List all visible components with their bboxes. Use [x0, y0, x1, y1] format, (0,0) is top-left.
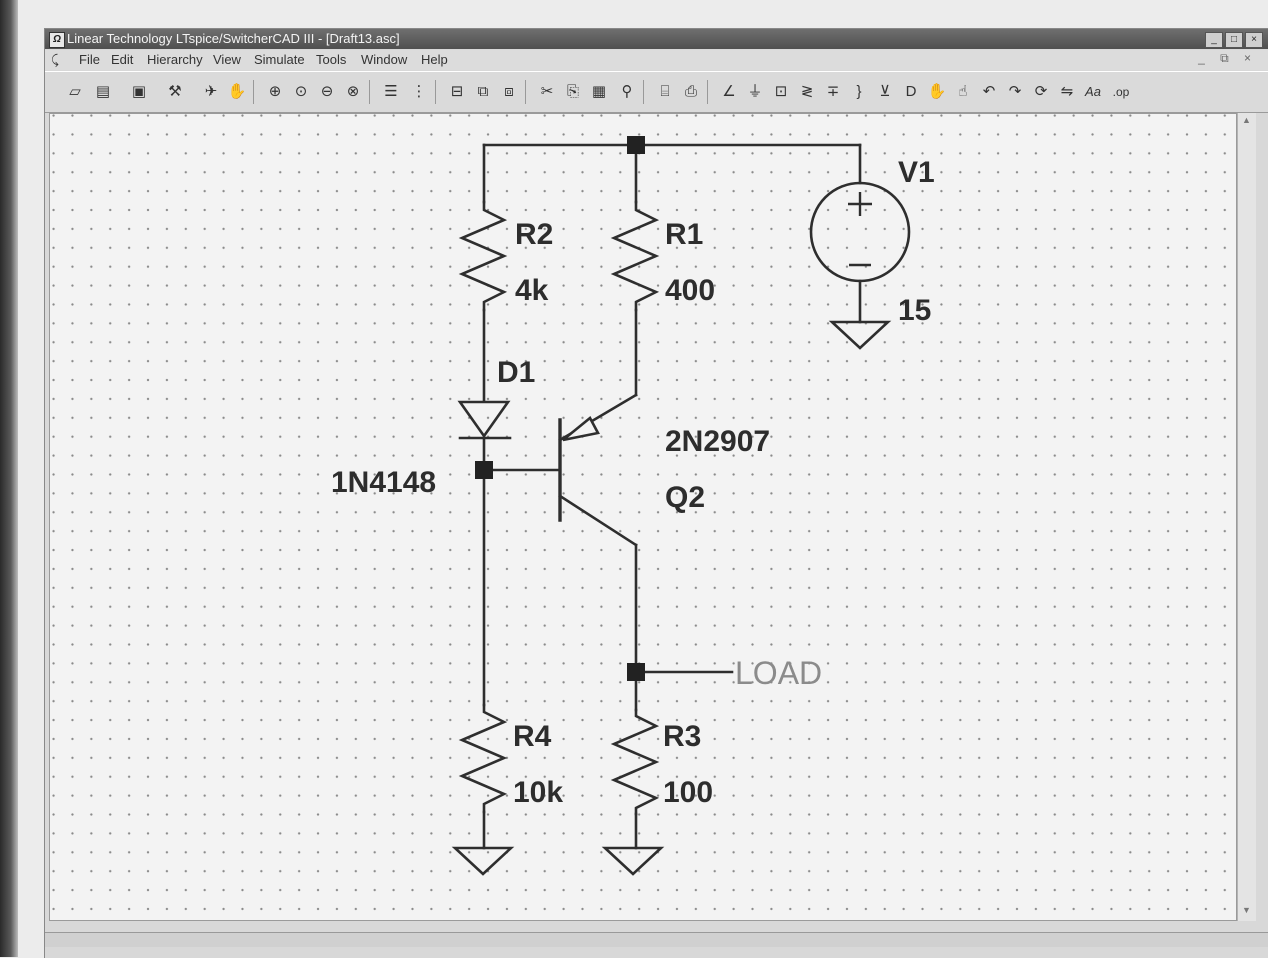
menu-hierarchy[interactable]: Hierarchy: [147, 52, 203, 67]
scroll-down-icon[interactable]: ▼: [1242, 905, 1251, 915]
tile-icon[interactable]: ⋮: [411, 83, 427, 100]
ltspice-app-icon[interactable]: Ω: [49, 32, 65, 48]
q2-name: Q2: [665, 481, 705, 514]
toolbar-separator: [707, 80, 708, 104]
menu-tools[interactable]: Tools: [316, 52, 347, 67]
inductor-icon[interactable]: }: [856, 83, 862, 100]
new-schematic-icon[interactable]: ▱: [69, 83, 81, 100]
text-icon[interactable]: Aa: [1085, 84, 1101, 99]
r2-value: 4k: [515, 274, 549, 307]
r4-name: R4: [513, 720, 552, 753]
halt-icon[interactable]: ✋: [227, 83, 247, 100]
doc-icon[interactable]: ⤹: [51, 52, 59, 67]
menu-help[interactable]: Help: [421, 52, 448, 67]
capacitor-icon[interactable]: ∓: [826, 83, 840, 100]
resistor-r2[interactable]: [458, 200, 508, 312]
diode-icon[interactable]: ⊻: [879, 83, 891, 100]
paste-icon[interactable]: ▦: [591, 83, 607, 100]
junction-dot: [475, 461, 493, 479]
redo-icon[interactable]: ↷: [1008, 83, 1022, 100]
ground-icon[interactable]: [451, 846, 515, 876]
print-icon[interactable]: ⎙: [684, 83, 697, 100]
resistor-r4[interactable]: [458, 703, 508, 814]
ground-icon[interactable]: [828, 320, 892, 350]
wire-icon[interactable]: ∠: [722, 83, 736, 100]
title-bar[interactable]: Ω Linear Technology LTspice/SwitcherCAD …: [45, 29, 1268, 49]
menu-file[interactable]: File: [79, 52, 100, 67]
v1-value: 15: [898, 294, 931, 327]
menu-bar: ⤹ File Edit Hierarchy View Simulate Tool…: [45, 50, 1268, 70]
cascade-icon[interactable]: ⊟: [450, 83, 464, 100]
junction-dot: [627, 663, 645, 681]
find-icon[interactable]: ⚲: [621, 83, 633, 100]
resistor-r1[interactable]: [610, 200, 660, 312]
r4-value: 10k: [513, 776, 563, 809]
d1-name: D1: [497, 356, 535, 389]
r1-name: R1: [665, 218, 703, 251]
autoscale-icon[interactable]: ☰: [384, 83, 398, 100]
window-title: Linear Technology LTspice/SwitcherCAD II…: [67, 31, 400, 46]
toolbar-separator: [435, 80, 436, 104]
minimize-button[interactable]: _: [1205, 32, 1223, 48]
mdi-window-controls[interactable]: _ ⧉ ×: [1198, 51, 1257, 65]
toolbar-separator: [643, 80, 644, 104]
spice-directive-icon[interactable]: .op: [1112, 85, 1130, 99]
close-windows-icon[interactable]: ⧉: [477, 83, 489, 100]
component-icon[interactable]: D: [905, 83, 917, 100]
q2-emitter-arrow: [562, 415, 600, 442]
print-setup-icon[interactable]: ⌸: [660, 83, 670, 100]
undo-icon[interactable]: ↶: [982, 83, 996, 100]
menu-view[interactable]: View: [213, 52, 241, 67]
toolbar: ▱ ▤ ▣ ⚒ ✈ ✋ ⊕ ⊙ ⊖ ⊗ ☰ ⋮ ⊟ ⧉ ⧈ ✂ ⎘ ▦ ⚲ ⌸ …: [45, 71, 1268, 113]
rotate-icon[interactable]: ⟳: [1034, 83, 1048, 100]
q2-value: 2N2907: [665, 425, 770, 458]
screen-edge: [0, 0, 18, 957]
r3-name: R3: [663, 720, 701, 753]
v1-name: V1: [898, 156, 935, 189]
pan-icon[interactable]: ⊙: [294, 83, 308, 100]
junction-dot: [627, 136, 645, 154]
r2-name: R2: [515, 218, 553, 251]
menu-window[interactable]: Window: [361, 52, 408, 67]
drag-icon[interactable]: ☝: [958, 83, 968, 100]
copy-icon[interactable]: ⎘: [566, 83, 579, 100]
app-window: Ω Linear Technology LTspice/SwitcherCAD …: [44, 28, 1268, 958]
toolbar-separator: [525, 80, 526, 104]
ground-icon[interactable]: ⏚: [747, 83, 763, 100]
status-bar: [45, 932, 1268, 947]
mirror-icon[interactable]: ⇋: [1060, 83, 1074, 100]
d1-value: 1N4148: [331, 466, 436, 499]
open-icon[interactable]: ▤: [95, 83, 111, 100]
schematic-canvas[interactable]: [49, 113, 1237, 921]
q2-collector[interactable]: [558, 494, 638, 547]
close-windows-icon-2[interactable]: ⧈: [504, 83, 514, 100]
diode-d1[interactable]: [457, 400, 511, 439]
cut-icon[interactable]: ✂: [540, 83, 554, 100]
toolbar-separator: [253, 80, 254, 104]
window-controls: _ □ ×: [1205, 32, 1263, 48]
control-panel-icon[interactable]: ⚒: [168, 83, 182, 100]
net-label-load[interactable]: LOAD: [735, 655, 822, 691]
r3-value: 100: [663, 776, 713, 809]
ground-icon[interactable]: [601, 846, 665, 876]
scroll-up-icon[interactable]: ▲: [1242, 115, 1251, 125]
resistor-r3[interactable]: [610, 708, 660, 816]
close-button[interactable]: ×: [1245, 32, 1263, 48]
save-icon[interactable]: ▣: [131, 83, 147, 100]
label-net-icon[interactable]: ⊡: [774, 83, 788, 100]
menu-simulate[interactable]: Simulate: [254, 52, 305, 67]
resistor-icon[interactable]: ≷: [800, 83, 814, 100]
zoom-in-icon[interactable]: ⊕: [268, 83, 282, 100]
move-icon[interactable]: ✋: [927, 83, 947, 100]
zoom-fit-icon[interactable]: ⊗: [346, 83, 360, 100]
zoom-out-icon[interactable]: ⊖: [320, 83, 334, 100]
run-icon[interactable]: ✈: [204, 83, 218, 100]
r1-value: 400: [665, 274, 715, 307]
maximize-button[interactable]: □: [1225, 32, 1243, 48]
vertical-scrollbar[interactable]: ▲ ▼: [1237, 113, 1256, 921]
toolbar-separator: [369, 80, 370, 104]
menu-edit[interactable]: Edit: [111, 52, 134, 67]
